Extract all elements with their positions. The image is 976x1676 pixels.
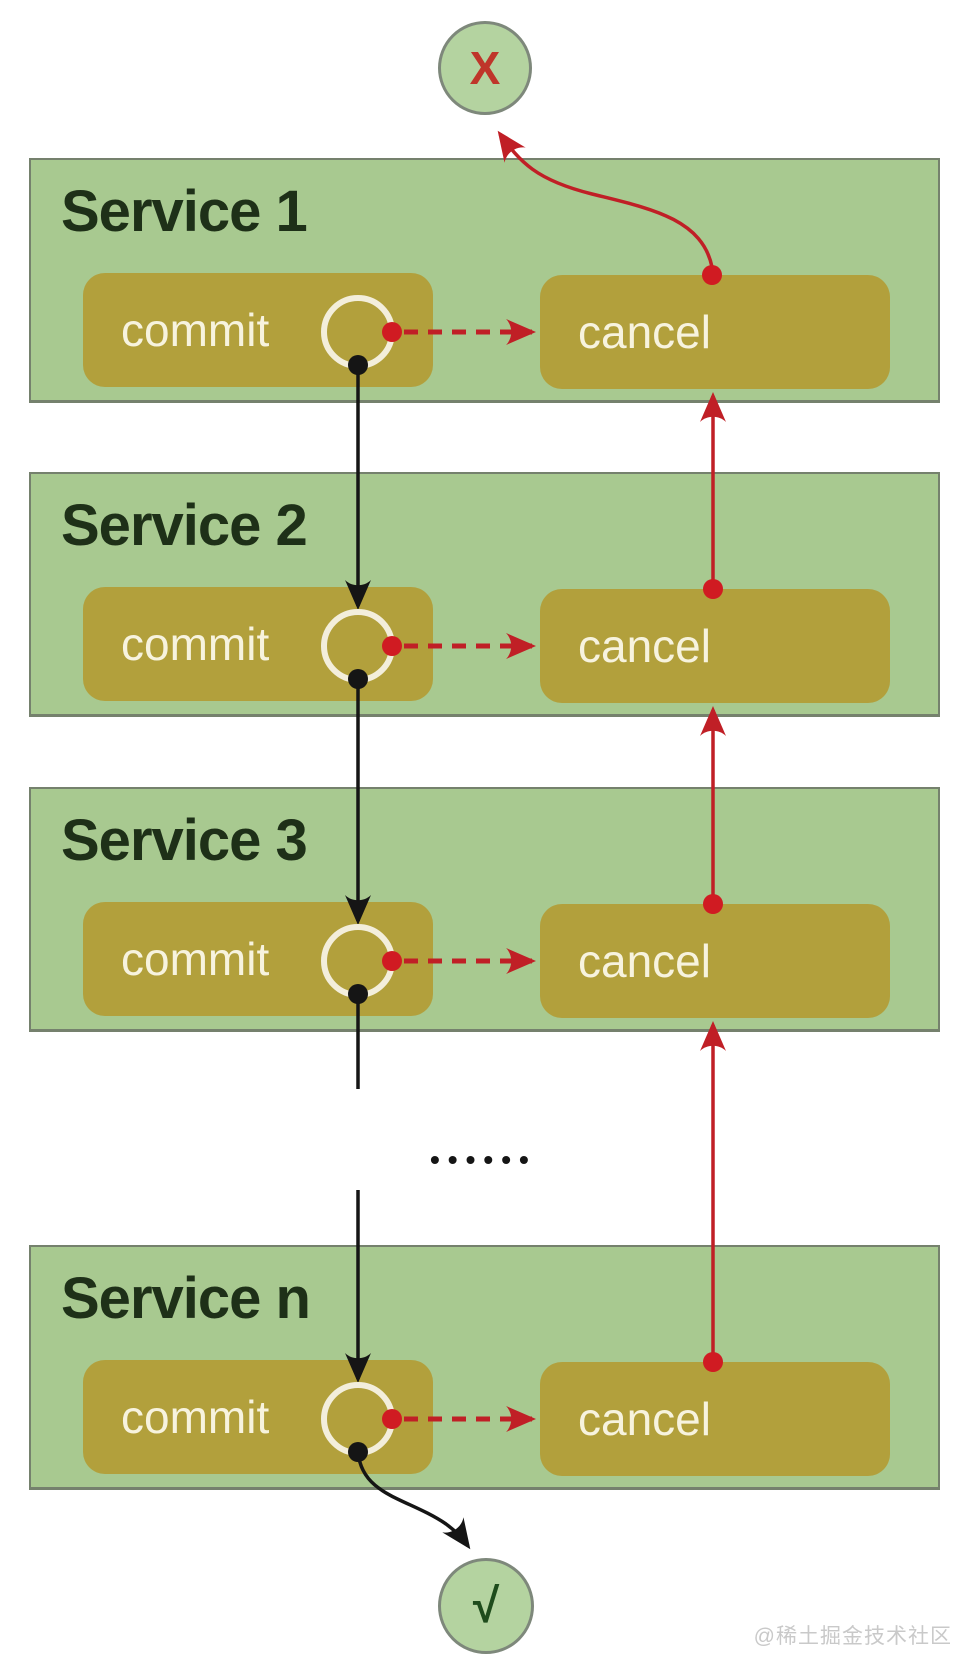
cancel-button: cancel (540, 589, 890, 703)
service-title: Service 3 (61, 808, 308, 873)
watermark: @稀土掘金技术社区 (753, 1625, 952, 1648)
cancel-label: cancel (578, 620, 711, 672)
cancel-button: cancel (540, 1362, 890, 1476)
service-box-3: Service 3 commit cancel (29, 787, 940, 1032)
commit-button: commit (83, 273, 433, 387)
commit-label: commit (121, 1391, 270, 1443)
cancel-label: cancel (578, 935, 711, 987)
cancel-button: cancel (540, 275, 890, 389)
cancel-label: cancel (578, 306, 711, 358)
cancel-label: cancel (578, 1393, 711, 1445)
service-title: Service n (61, 1266, 311, 1331)
commit-label: commit (121, 304, 270, 356)
success-check-symbol: √ (472, 1579, 500, 1633)
service-title: Service 2 (61, 493, 308, 558)
service-box-1: Service 1 commit cancel (29, 158, 940, 403)
failure-node: X (438, 21, 532, 115)
service-title: Service 1 (61, 179, 308, 244)
failure-x-symbol: X (469, 42, 501, 94)
commit-button: commit (83, 902, 433, 1016)
commit-button: commit (83, 587, 433, 701)
commit-label: commit (121, 933, 270, 985)
service-box-n: Service n commit cancel (29, 1245, 940, 1490)
cancel-button: cancel (540, 904, 890, 1018)
commit-button: commit (83, 1360, 433, 1474)
commit-label: commit (121, 618, 270, 670)
ellipsis-dots: •••••• (430, 1144, 537, 1175)
service-box-2: Service 2 commit cancel (29, 472, 940, 717)
success-node: √ (438, 1558, 534, 1654)
